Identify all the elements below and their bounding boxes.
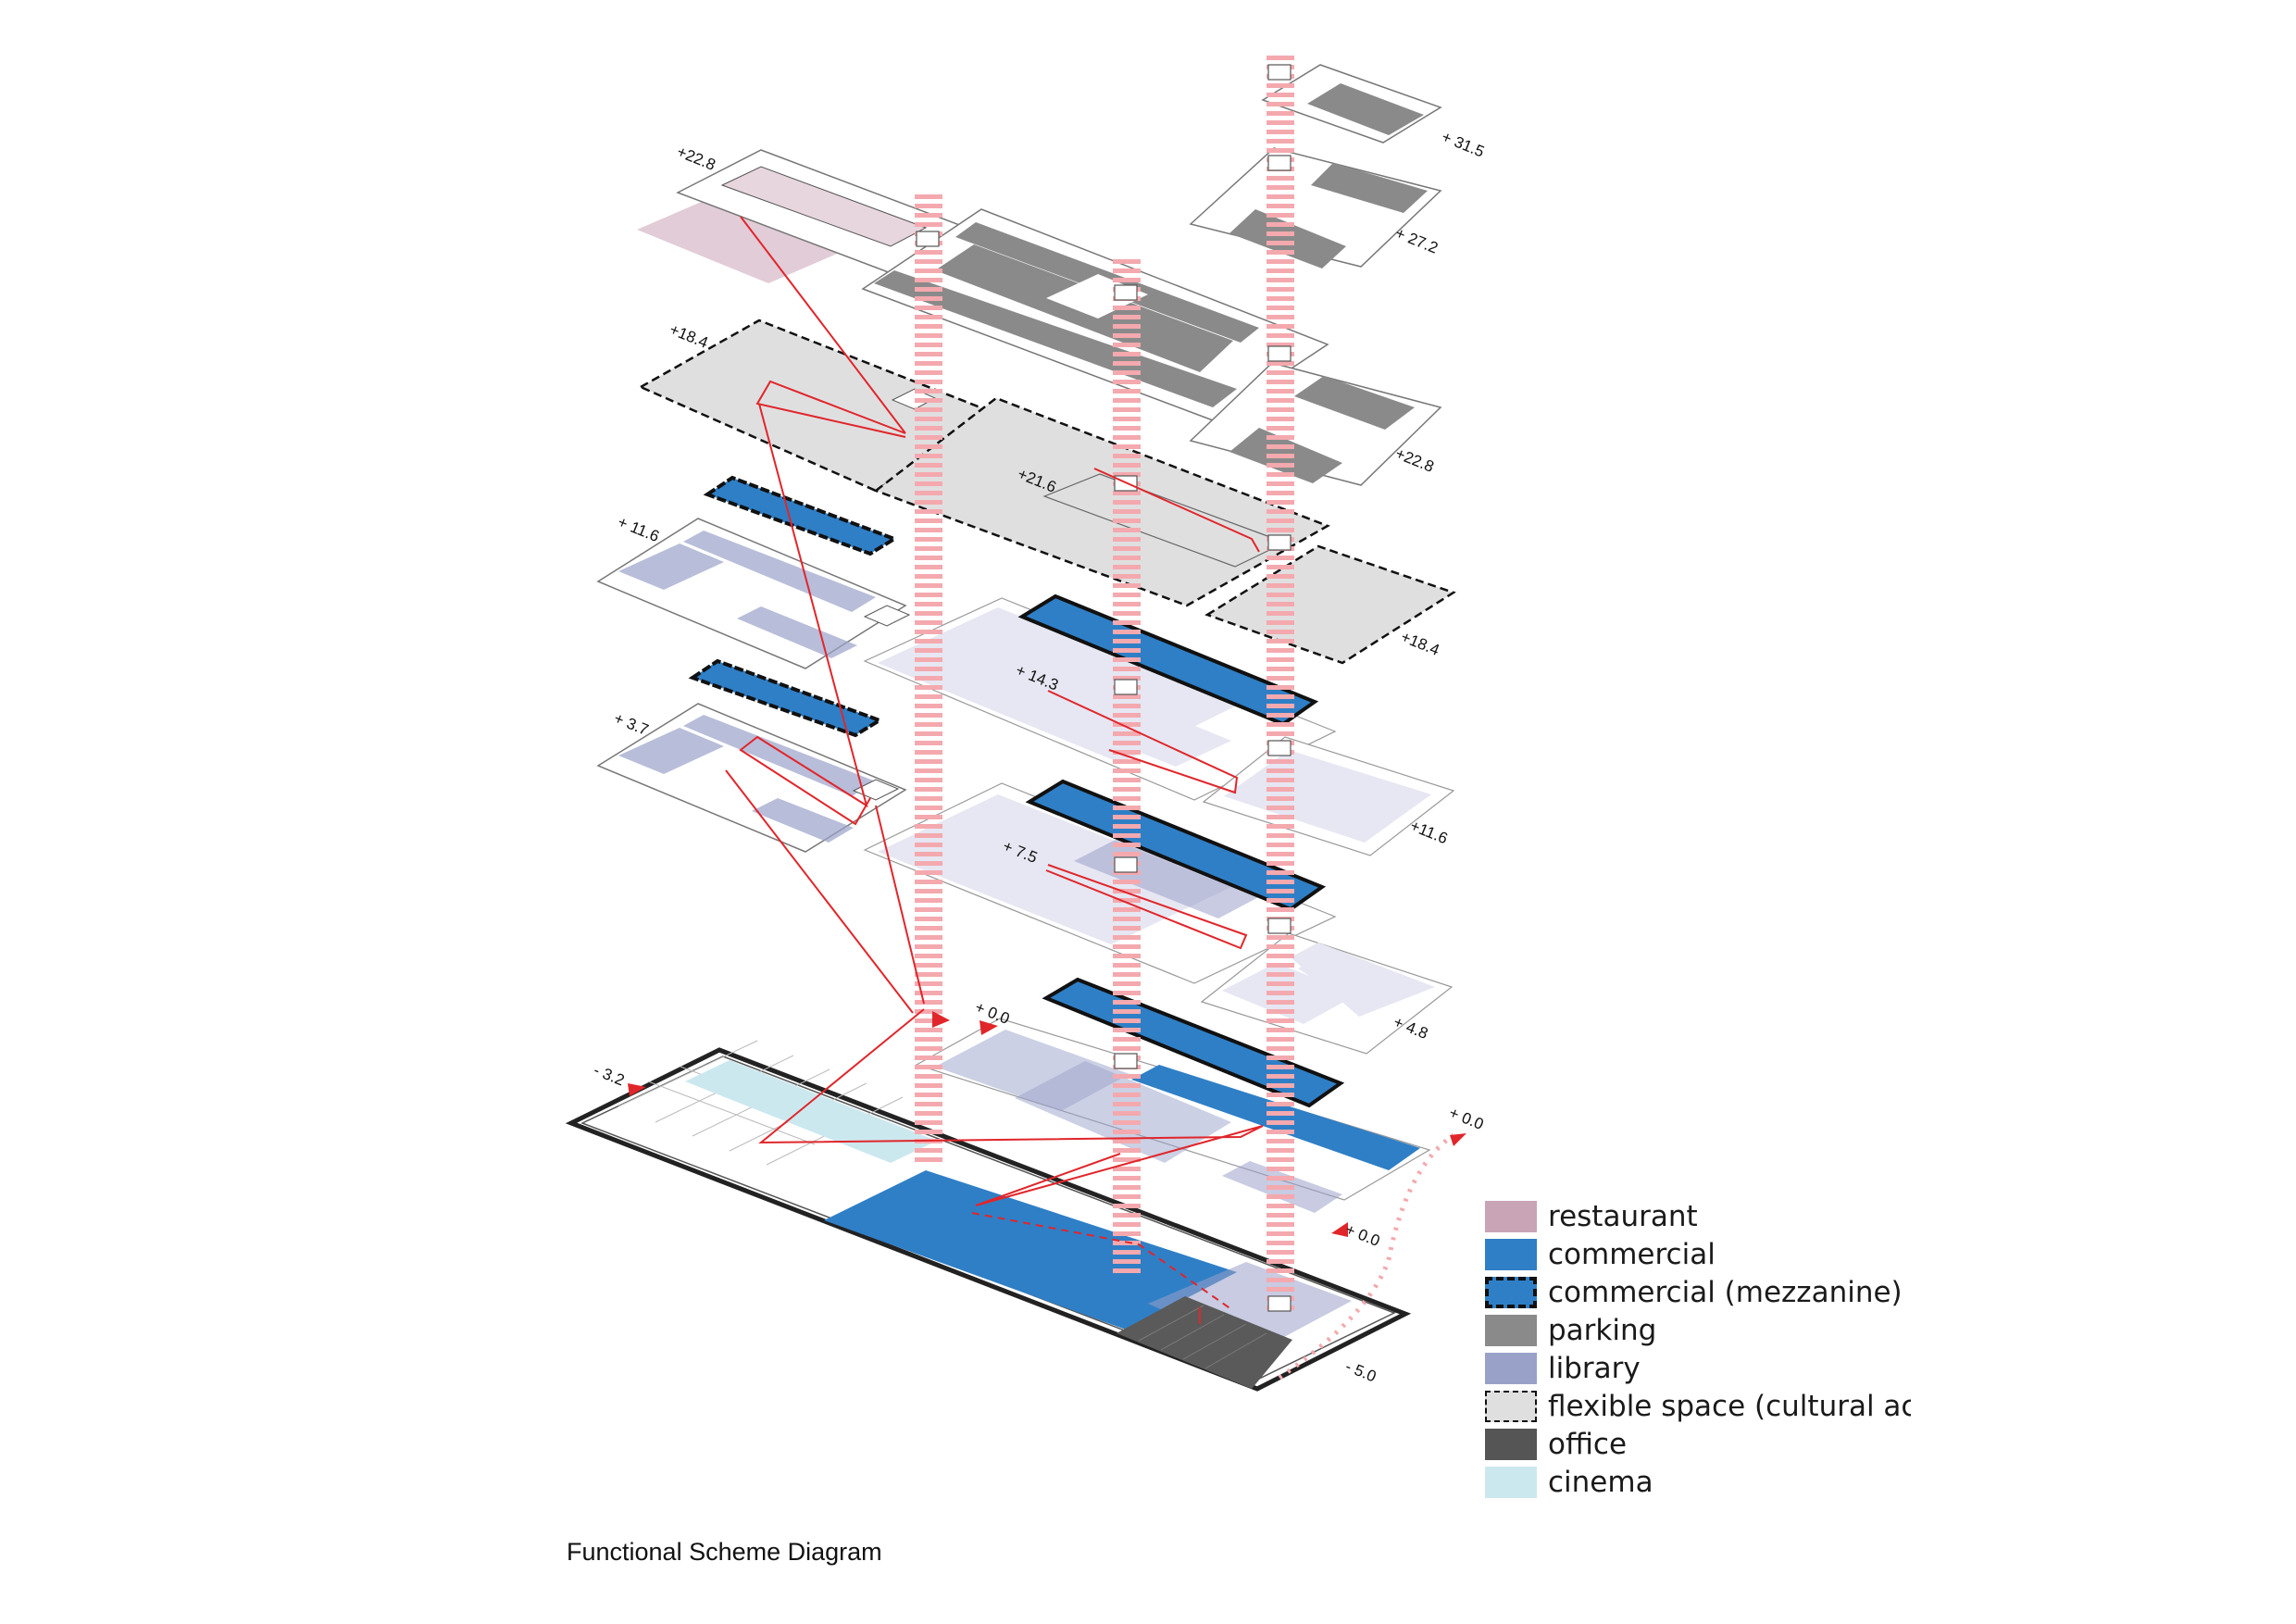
diagram-caption: Functional Scheme Diagram xyxy=(567,1538,882,1566)
vertical-core-middle xyxy=(1113,259,1141,1274)
level-label: +18.4 xyxy=(1399,628,1442,659)
right-floor-27-2 xyxy=(1189,147,1442,269)
left-floor-3-7 xyxy=(596,703,907,853)
level-label: + 11.6 xyxy=(616,513,662,545)
legend-swatch xyxy=(1485,1277,1537,1308)
legend-swatch xyxy=(1485,1239,1537,1270)
mezzanine-middle-upper xyxy=(1017,593,1319,727)
legend-item-cinema: cinema xyxy=(1485,1465,1911,1500)
level-label: +18.4 xyxy=(668,320,711,352)
level-label: - 5.0 xyxy=(1343,1357,1379,1385)
left-flexible-18-4 xyxy=(638,319,997,493)
level-label: + 0.0 xyxy=(1447,1104,1487,1133)
level-label: +22.8 xyxy=(675,143,718,174)
entry-arrows xyxy=(628,1011,1466,1237)
mezzanine-left-upper xyxy=(703,475,899,556)
level-label: + 3.7 xyxy=(612,709,652,739)
level-label: +22.8 xyxy=(1393,444,1437,476)
vertical-core-right xyxy=(1267,56,1294,1315)
legend-label: office xyxy=(1548,1428,1628,1461)
level-label: + 4.8 xyxy=(1391,1013,1431,1043)
level-label: + 27.2 xyxy=(1393,224,1441,257)
right-floor-31-5 xyxy=(1261,64,1442,144)
circulation-paths xyxy=(725,216,1264,1310)
level-label: + 31.5 xyxy=(1440,128,1487,161)
legend-item-flexible-space: flexible space (cultural activ xyxy=(1485,1389,1911,1424)
parking-area-ground xyxy=(1117,1296,1292,1389)
vertical-core-left xyxy=(915,193,942,1163)
left-floor-11-6 xyxy=(596,518,911,669)
mezzanine-left-lower xyxy=(688,658,884,738)
level-label: - 3.2 xyxy=(592,1061,628,1089)
legend-label: parking xyxy=(1548,1314,1657,1347)
legend-item-restaurant: restaurant xyxy=(1485,1199,1911,1234)
legend-item-office: office xyxy=(1485,1427,1911,1462)
legend-label: library xyxy=(1548,1352,1641,1385)
legend-label: restaurant xyxy=(1548,1200,1698,1233)
exterior-path xyxy=(1278,1132,1455,1380)
legend-swatch xyxy=(1485,1429,1537,1460)
legend-label: cinema xyxy=(1548,1466,1653,1499)
cinema-area xyxy=(685,1060,937,1163)
middle-upper-block xyxy=(861,208,1329,421)
middle-floor-14-3 xyxy=(863,597,1337,801)
right-floor-22-8 xyxy=(1189,362,1442,486)
legend-label: flexible space (cultural activ xyxy=(1548,1390,1911,1423)
core-elevator-markers xyxy=(916,64,1292,1312)
legend: restaurant commercial commercial (mezzan… xyxy=(1485,1199,1911,1514)
library-area-ground xyxy=(1148,1262,1352,1352)
legend-item-parking: parking xyxy=(1485,1313,1911,1348)
left-11-6-core xyxy=(863,605,911,627)
legend-item-commercial: commercial xyxy=(1485,1237,1911,1272)
commercial-area-ground xyxy=(824,1170,1237,1330)
legend-item-commercial-mezzanine: commercial (mezzanine) xyxy=(1485,1275,1911,1310)
ground-floor-slab xyxy=(565,1040,1412,1392)
legend-swatch xyxy=(1485,1391,1537,1422)
legend-item-library: library xyxy=(1485,1351,1911,1386)
legend-swatch xyxy=(1485,1353,1537,1384)
legend-swatch xyxy=(1485,1467,1537,1498)
left-3-7-core xyxy=(852,779,900,801)
legend-label: commercial (mezzanine) xyxy=(1548,1276,1903,1309)
level-label: +11.6 xyxy=(1408,817,1451,847)
level-label: + 0.0 xyxy=(1343,1220,1383,1250)
middle-flexible-21-6 xyxy=(873,396,1330,607)
legend-label: commercial xyxy=(1548,1238,1716,1271)
legend-swatch xyxy=(1485,1201,1537,1232)
mezzanine-middle-lower xyxy=(1025,779,1327,912)
legend-swatch xyxy=(1485,1315,1537,1346)
